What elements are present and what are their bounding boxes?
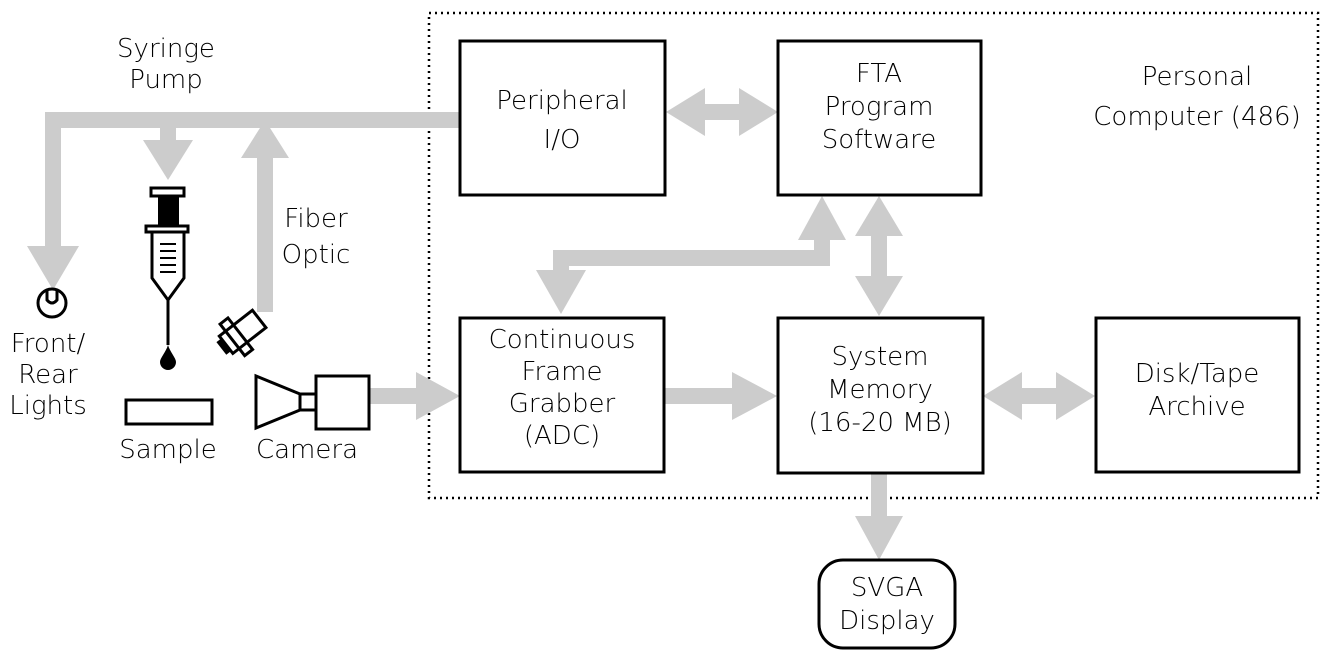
syringe-pump-arrow-head bbox=[143, 140, 193, 180]
memory-disk-arrow-right bbox=[1056, 372, 1095, 420]
light-bulb-icon bbox=[36, 287, 68, 319]
disk-tape-box bbox=[1094, 316, 1301, 474]
fta-grabber-arrow-down bbox=[536, 270, 586, 314]
peripheral-fta-arrow-left bbox=[666, 88, 705, 136]
connectors bbox=[27, 88, 1095, 560]
camera-label: Camera bbox=[256, 435, 358, 465]
fta-grabber-arrow-up bbox=[798, 196, 846, 240]
fta-memory-arrow-down bbox=[855, 276, 903, 316]
fta-memory-arrow-up bbox=[855, 196, 903, 236]
sample-slide-icon bbox=[124, 398, 214, 426]
syringe-icon bbox=[144, 186, 190, 345]
svga-display-box bbox=[817, 558, 957, 650]
memory-display-arrow-head bbox=[855, 516, 903, 560]
peripheral-fta-arrow-right bbox=[739, 88, 778, 136]
sample-label: Sample bbox=[119, 435, 217, 465]
memory-disk-arrow-left bbox=[983, 372, 1022, 420]
fiber-optic-emitter-icon bbox=[216, 308, 269, 358]
peripheral-io-box bbox=[458, 39, 667, 197]
grabber-memory-arrow-head bbox=[732, 372, 777, 420]
fiber-optic-arrow-head bbox=[241, 120, 289, 158]
fta-program-box bbox=[776, 39, 983, 197]
camera-grabber-arrow-head bbox=[416, 372, 460, 420]
droplet-icon bbox=[160, 345, 176, 370]
camera-icon bbox=[254, 373, 371, 431]
fta-grabber-line bbox=[553, 236, 830, 272]
control-bus-line bbox=[45, 112, 460, 246]
frame-grabber-box bbox=[458, 316, 666, 474]
system-memory-box bbox=[776, 316, 985, 475]
lights-arrow-head bbox=[27, 246, 79, 290]
